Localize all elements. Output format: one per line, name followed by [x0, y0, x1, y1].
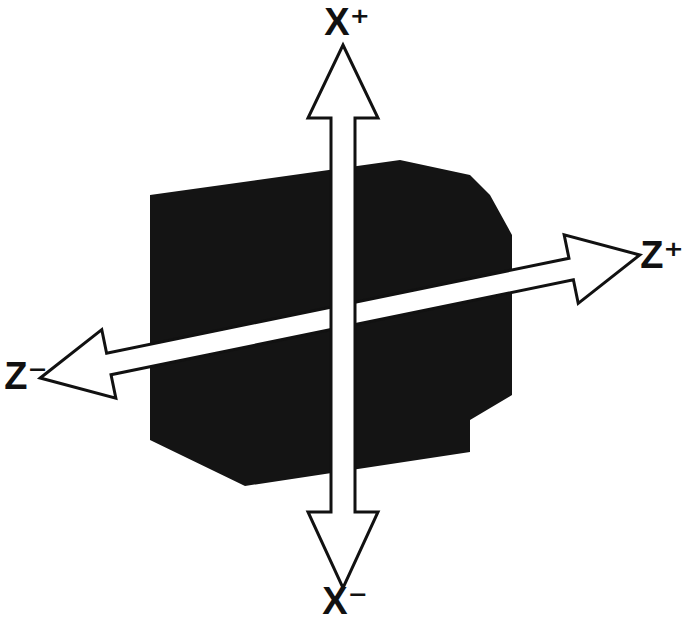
x-axis-arrow	[308, 45, 378, 588]
axis-label: X⁻	[322, 582, 367, 620]
axis-label: X⁺	[324, 3, 369, 41]
axis-label: Z⁺	[640, 236, 683, 274]
axis-label: Z⁻	[4, 357, 47, 395]
